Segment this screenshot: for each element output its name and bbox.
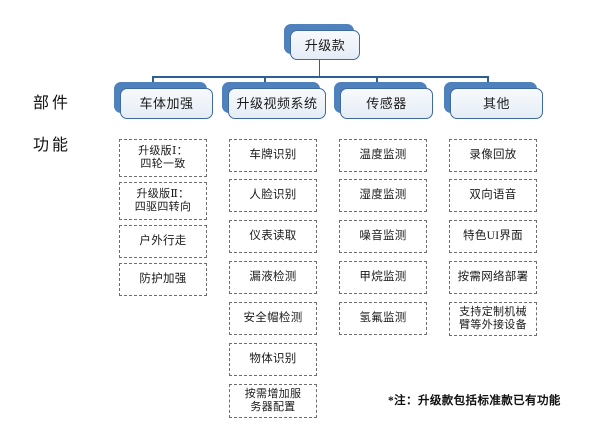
category-node-4-label: 其他 <box>482 96 510 111</box>
category-node-4-face: 其他 <box>450 88 543 119</box>
feature-label: 按需网络部署 <box>457 271 529 284</box>
feature-label: 氢氟监测 <box>359 312 407 325</box>
category-node-3-face: 传感器 <box>340 88 433 119</box>
row-label-functions: 功能 <box>33 137 72 154</box>
feature-box[interactable]: 支持定制机械臂等外接设备 <box>449 302 537 336</box>
connector-horizontal-bus <box>152 76 488 78</box>
feature-box[interactable]: 噪音监测 <box>339 220 427 253</box>
category-node-1-face: 车体加强 <box>120 88 213 119</box>
feature-box[interactable]: 人脸识别 <box>229 179 317 212</box>
feature-box[interactable]: 升级版Ⅱ：四驱四转向 <box>119 182 207 220</box>
feature-label: 防护加强 <box>139 273 187 286</box>
root-node-label: 升级款 <box>304 37 346 53</box>
feature-label: 户外行走 <box>139 235 187 248</box>
connector-branch-2 <box>264 76 266 86</box>
feature-label: 湿度监测 <box>359 189 407 202</box>
feature-label: 甲烷监测 <box>359 271 407 284</box>
feature-label: 支持定制机械臂等外接设备 <box>459 305 527 331</box>
feature-label: 录像回放 <box>469 149 517 162</box>
footnote: *注：升级款包括标准款已有功能 <box>388 395 561 407</box>
feature-box[interactable]: 双向语音 <box>449 179 537 212</box>
connector-branch-3 <box>376 76 378 86</box>
feature-box[interactable]: 防护加强 <box>119 263 207 296</box>
feature-box[interactable]: 仪表读取 <box>229 220 317 253</box>
feature-box[interactable]: 安全帽检测 <box>229 302 317 335</box>
feature-label: 升级版Ⅱ：四驱四转向 <box>134 187 192 213</box>
feature-box[interactable]: 特色UI界面 <box>449 220 537 253</box>
feature-box[interactable]: 湿度监测 <box>339 179 427 212</box>
feature-box[interactable]: 按需增加服务器配置 <box>229 384 317 418</box>
category-node-4[interactable]: 其他 <box>444 82 543 119</box>
feature-box[interactable]: 氢氟监测 <box>339 302 427 335</box>
category-node-2[interactable]: 升级视频系统 <box>222 82 326 119</box>
feature-box[interactable]: 车牌识别 <box>229 139 317 172</box>
feature-label: 双向语音 <box>469 189 517 202</box>
connector-branch-4 <box>487 76 489 86</box>
category-node-2-label: 升级视频系统 <box>236 96 318 111</box>
row-label-components: 部件 <box>33 95 72 112</box>
feature-box[interactable]: 录像回放 <box>449 139 537 172</box>
feature-box[interactable]: 按需网络部署 <box>449 261 537 294</box>
feature-label: 漏液检测 <box>249 271 297 284</box>
feature-box[interactable]: 漏液检测 <box>229 261 317 294</box>
feature-label: 特色UI界面 <box>463 230 523 243</box>
feature-label: 人脸识别 <box>249 189 297 202</box>
category-node-3[interactable]: 传感器 <box>334 82 433 119</box>
connector-root-down <box>318 60 321 77</box>
category-node-1-label: 车体加强 <box>139 96 194 111</box>
feature-label: 物体识别 <box>249 353 297 366</box>
feature-box[interactable]: 户外行走 <box>119 225 207 258</box>
feature-box[interactable]: 温度监测 <box>339 139 427 172</box>
category-node-3-label: 传感器 <box>366 96 407 111</box>
feature-label: 仪表读取 <box>249 230 297 243</box>
feature-label: 按需增加服务器配置 <box>244 387 302 413</box>
feature-label: 车牌识别 <box>249 149 297 162</box>
feature-box[interactable]: 升级版Ⅰ：四轮一致 <box>119 139 207 177</box>
feature-label: 升级版Ⅰ：四轮一致 <box>138 144 188 170</box>
root-node-upgrade[interactable]: 升级款 <box>284 24 360 60</box>
feature-box[interactable]: 甲烷监测 <box>339 261 427 294</box>
feature-label: 噪音监测 <box>359 230 407 243</box>
category-node-2-face: 升级视频系统 <box>228 88 326 119</box>
connector-branch-1 <box>152 76 154 86</box>
category-node-1[interactable]: 车体加强 <box>114 82 213 119</box>
root-node-face: 升级款 <box>290 30 360 60</box>
feature-box[interactable]: 物体识别 <box>229 343 317 376</box>
feature-label: 温度监测 <box>359 149 407 162</box>
feature-label: 安全帽检测 <box>243 312 303 325</box>
